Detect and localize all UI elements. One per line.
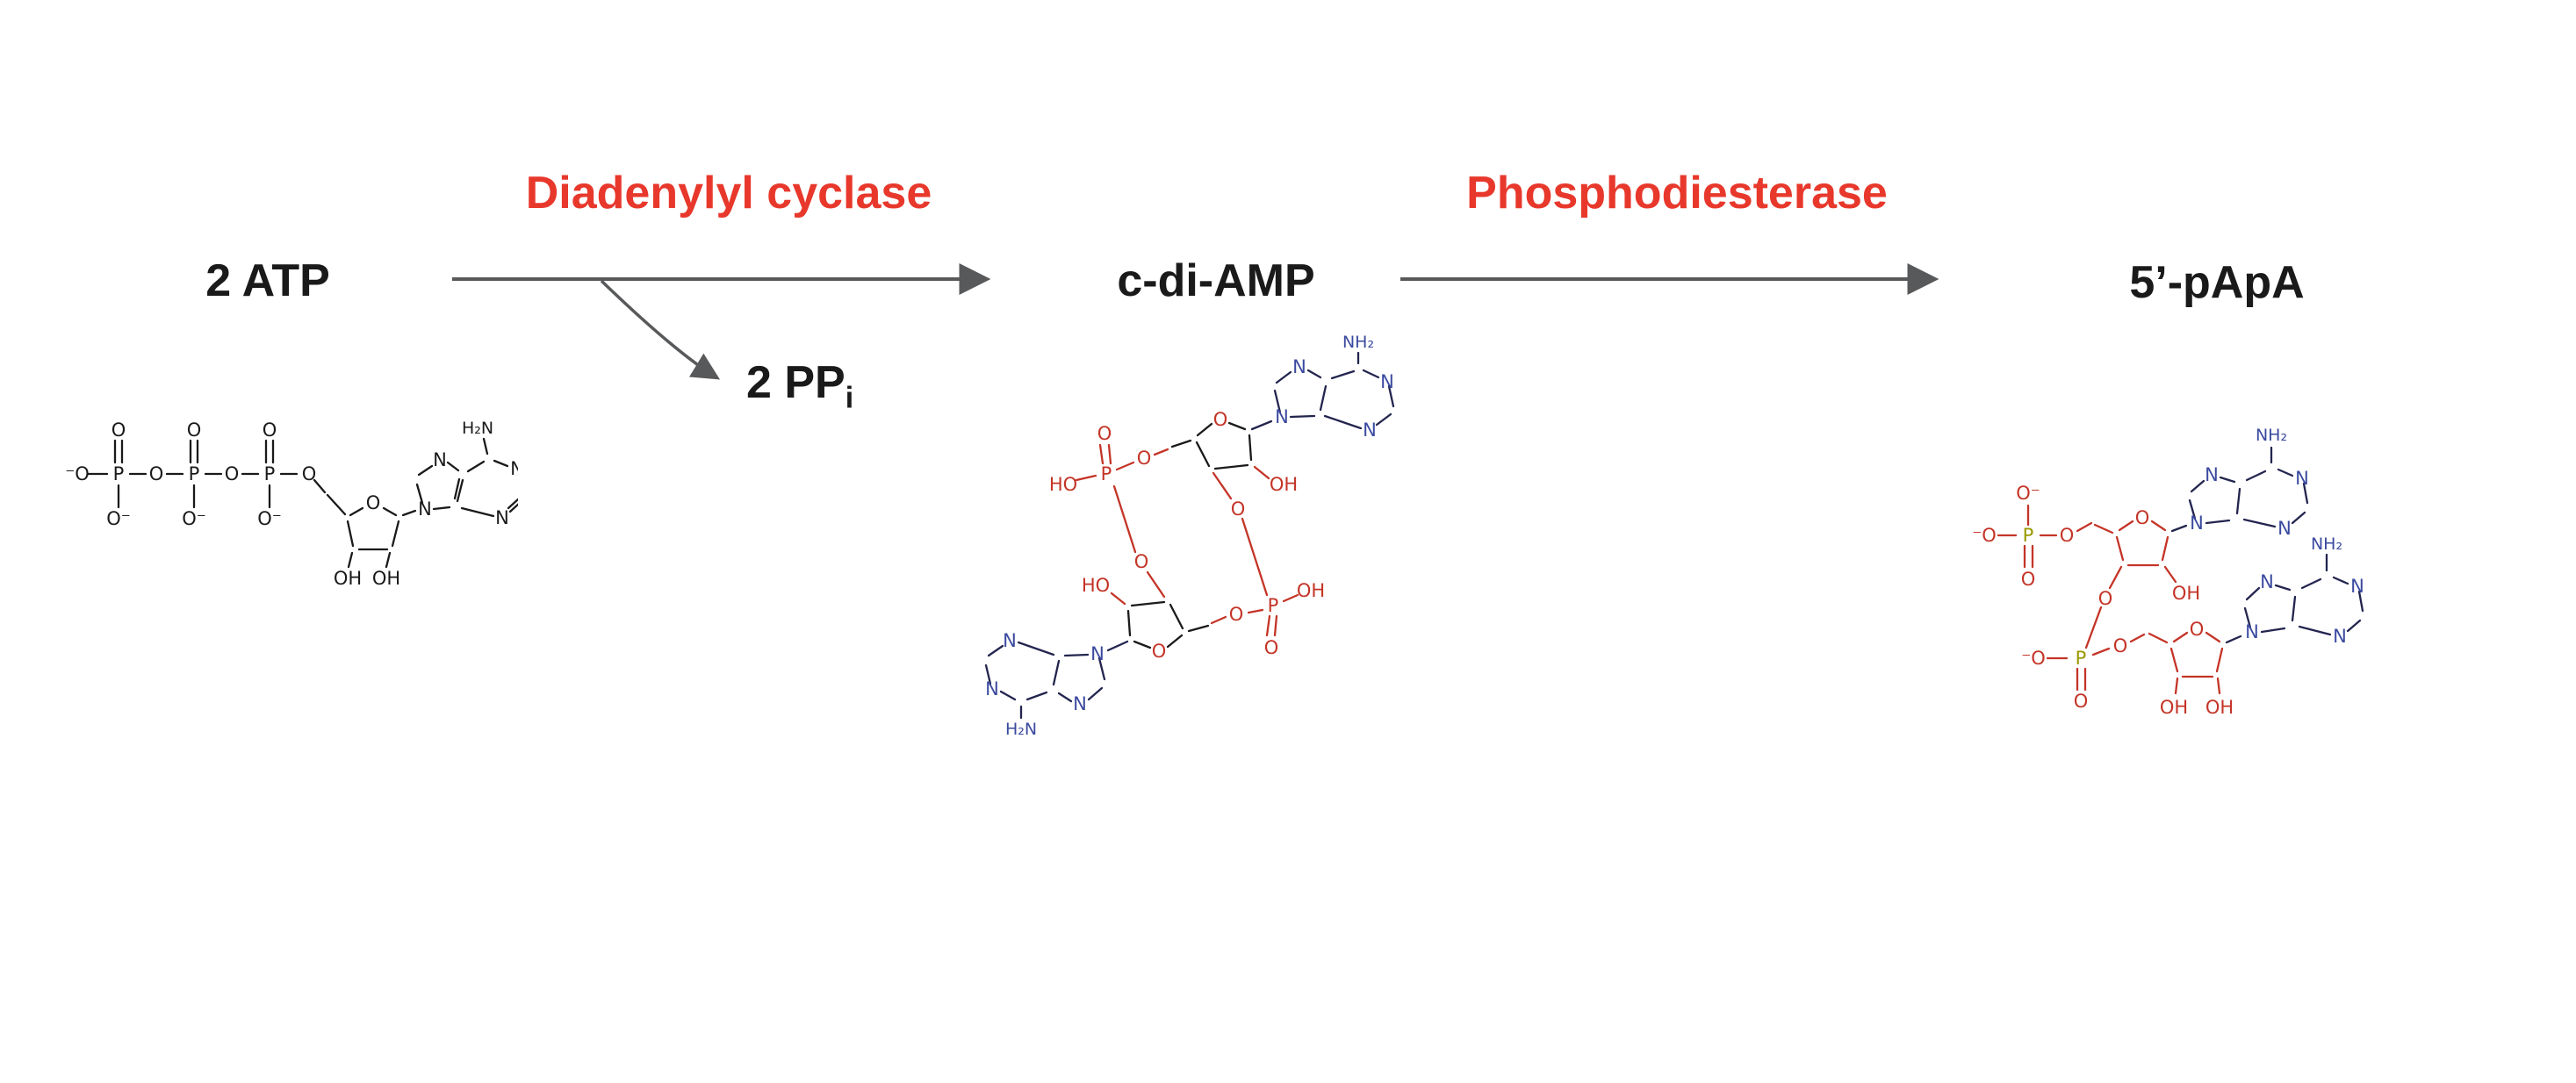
hydroxyl-label: HO — [1082, 575, 1110, 596]
oxygen-label: O — [1137, 448, 1152, 469]
amine-label: NH₂ — [2311, 534, 2342, 554]
oxygen-label: O⁻ — [106, 508, 131, 529]
arrow-branch-to-ppi — [600, 279, 721, 380]
nitrogen-label: N — [2190, 513, 2204, 534]
nitrogen-label: N — [2260, 571, 2274, 592]
byproduct-label: 2 PPi — [746, 356, 922, 415]
enzyme2-label: Phosphodiesterase — [1466, 168, 1888, 219]
ribose-oxygen-label: O — [1152, 641, 1167, 662]
oxygen-label: O — [2113, 635, 2128, 656]
nitrogen-label: N — [2205, 464, 2219, 485]
hydroxyl-label: OH — [2172, 583, 2200, 604]
atp-bonds — [86, 437, 518, 569]
phosphorus-label: P — [2076, 648, 2087, 669]
ribose-oxygen-label: O — [2190, 619, 2205, 640]
nitrogen-label: N — [510, 458, 518, 479]
ribose-oxygen-label: O — [366, 492, 381, 513]
nitrogen-label: N — [2277, 518, 2292, 539]
cdiamp-adenine-bonds — [984, 351, 1395, 720]
enzyme1-label: Diadenylyl cyclase — [525, 168, 932, 219]
oxygen-label: O — [1231, 498, 1246, 520]
oxygen-label: O — [225, 463, 240, 484]
nitrogen-label: N — [1003, 630, 1017, 651]
oxygen-label: O⁻ — [182, 508, 206, 529]
byproduct-main-text: 2 PP — [746, 357, 845, 408]
nitrogen-label: N — [2350, 576, 2364, 597]
hydroxyl-label: OH — [334, 568, 362, 589]
nitrogen-label: N — [433, 449, 447, 470]
oxygen-label: O — [112, 420, 126, 441]
cdiamp-structure: P O O OH O P O OH O O HO O HO O N N N N … — [984, 333, 1395, 739]
cdiamp-carbon-bonds — [1126, 421, 1253, 649]
papa-structure: P P O⁻ ⁻O O O O OH O ⁻O O O O OH OH N N … — [1972, 426, 2364, 718]
oxygen-label: O — [1134, 551, 1149, 572]
nitrogen-label: N — [985, 678, 999, 699]
oxygen-label: O — [1264, 637, 1279, 658]
intermediate-label: c-di-AMP — [1117, 255, 1315, 306]
oxygen-label: O — [2021, 569, 2036, 590]
hydroxyl-label: OH — [1270, 474, 1298, 495]
papa-adenine-bonds — [2170, 446, 2364, 644]
nitrogen-label: N — [495, 507, 509, 528]
hydroxyl-label: HO — [1049, 474, 1077, 495]
nitrogen-label: N — [2333, 626, 2347, 647]
hydroxyl-label: OH — [372, 568, 400, 589]
phosphorus-label: P — [189, 463, 200, 484]
oxygen-label: ⁻O — [65, 463, 90, 484]
phosphorus-label: P — [2023, 525, 2034, 546]
reaction-arrows — [452, 263, 1939, 380]
cdiamp-phosphodiester-bonds — [1075, 443, 1299, 637]
ribose-oxygen-label: O — [1213, 409, 1228, 430]
hydroxyl-label: OH — [1297, 580, 1325, 601]
nitrogen-label: N — [2245, 621, 2259, 642]
phosphorus-label: P — [1101, 463, 1112, 484]
nitrogen-label: N — [1363, 420, 1377, 441]
amine-label: H₂N — [462, 419, 493, 438]
oxygen-label: O — [1229, 604, 1244, 625]
nitrogen-label: N — [1073, 693, 1087, 714]
oxygen-label: O — [2098, 588, 2113, 609]
oxygen-label: O — [302, 463, 317, 484]
amine-label: NH₂ — [2256, 426, 2287, 445]
oxygen-label: O⁻ — [257, 508, 282, 529]
phosphorus-label: P — [113, 463, 125, 484]
phosphorus-label: P — [1268, 595, 1279, 616]
nitrogen-label: N — [2295, 468, 2309, 489]
nitrogen-label: N — [418, 498, 432, 520]
phosphorus-label: P — [264, 463, 276, 484]
oxygen-label: ⁻O — [2021, 648, 2046, 669]
nitrogen-label: N — [1275, 406, 1289, 427]
oxygen-label: ⁻O — [1972, 525, 1997, 546]
amine-label: NH₂ — [1342, 333, 1374, 352]
nitrogen-label: N — [1380, 371, 1394, 392]
oxygen-label: O⁻ — [2016, 483, 2040, 504]
nitrogen-label: N — [1090, 643, 1105, 664]
ribose-oxygen-label: O — [2135, 507, 2150, 528]
oxygen-label: O — [149, 463, 164, 484]
papa-phosphate-ribose-bonds — [1997, 504, 2224, 695]
product-label: 5’-pApA — [2129, 257, 2305, 308]
oxygen-label: O — [187, 420, 202, 441]
oxygen-label: O — [2074, 691, 2089, 712]
oxygen-label: O — [2060, 525, 2075, 546]
hydroxyl-label: OH — [2205, 697, 2234, 718]
oxygen-label: O — [1097, 423, 1112, 444]
hydroxyl-label: OH — [2160, 697, 2188, 718]
amine-label: H₂N — [1005, 720, 1037, 739]
nitrogen-label: N — [1292, 356, 1306, 377]
byproduct-subscript: i — [845, 381, 854, 415]
atp-structure: ⁻O P O P O P O O O O O⁻ O⁻ O⁻ O OH OH N … — [65, 419, 518, 589]
substrate-label: 2 ATP — [205, 255, 330, 306]
oxygen-label: O — [263, 420, 277, 441]
